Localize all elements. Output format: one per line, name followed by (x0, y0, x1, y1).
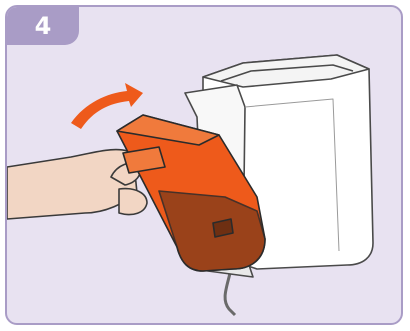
step-card: 4 (5, 5, 403, 325)
illustration (7, 7, 401, 323)
fingers (119, 189, 147, 215)
forearm (7, 150, 137, 219)
tank-valve (213, 219, 233, 237)
power-cord (225, 269, 235, 315)
